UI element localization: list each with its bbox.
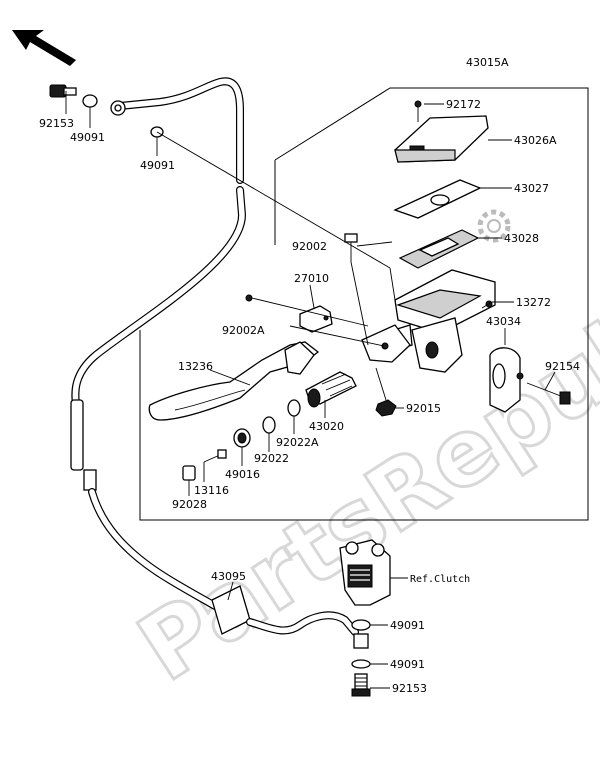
diaphragm [398, 229, 480, 269]
callout-92172: 92172 [446, 98, 481, 111]
callout-43015a: 43015A [466, 56, 509, 69]
cap-92028 [182, 465, 196, 481]
clutch-lever [148, 341, 320, 421]
callout-13272: 13272 [516, 296, 551, 309]
callout-49091-bottom-a: 49091 [390, 619, 425, 632]
reservoir-cap [394, 115, 489, 163]
callout-49016: 49016 [225, 468, 260, 481]
switch-bracket [299, 305, 333, 333]
nut-92015 [375, 367, 397, 417]
callout-92153-bottom: 92153 [392, 682, 427, 695]
callout-92002a: 92002A [222, 324, 265, 337]
reservoir-plate [393, 179, 482, 219]
washer-49091-bottom-a [351, 619, 371, 631]
callout-92028: 92028 [172, 498, 207, 511]
screw-92002a [245, 294, 253, 302]
washer-49091-bottom-b [351, 659, 371, 669]
callout-43020: 43020 [309, 420, 344, 433]
washer-92022a [287, 399, 301, 417]
callout-ref-clutch: Ref.Clutch [410, 574, 470, 585]
banjo-fitting [353, 633, 369, 649]
direction-arrow-icon [12, 30, 76, 66]
screw-92172 [414, 100, 422, 122]
callout-13116: 13116 [194, 484, 229, 497]
callout-43027: 43027 [514, 182, 549, 195]
circlip-92022 [262, 416, 276, 434]
callout-92153-top: 92153 [39, 117, 74, 130]
callout-27010: 27010 [294, 272, 329, 285]
callout-49091-bottom-b: 49091 [390, 658, 425, 671]
lever-pivot-block [361, 324, 411, 363]
callout-92022a: 92022A [276, 436, 319, 449]
callout-92002: 92002 [292, 240, 327, 253]
banjo-bolt-92153-top [49, 84, 77, 98]
screw-13272 [481, 300, 493, 309]
callout-49091-top-a: 49091 [70, 131, 105, 144]
clutch-hose [70, 77, 359, 636]
assembly-frame [139, 87, 589, 521]
pushrod-13116 [203, 449, 227, 463]
callout-43034: 43034 [486, 315, 521, 328]
callout-92154: 92154 [545, 360, 580, 373]
gear-icon [477, 209, 511, 243]
callout-49091-top-b: 49091 [140, 159, 175, 172]
callout-13236: 13236 [178, 360, 213, 373]
handlebar-clamp [489, 347, 524, 413]
boot-49016 [233, 428, 251, 448]
bolt-92154 [526, 382, 571, 405]
washer-49091-top-a [82, 94, 98, 108]
leader-lines [65, 91, 556, 689]
piston-assembly [305, 371, 357, 408]
callout-92015: 92015 [406, 402, 441, 415]
callout-43026a: 43026A [514, 134, 557, 147]
banjo-bolt-92153-bottom [351, 673, 371, 697]
clutch-release-body [339, 539, 391, 606]
callout-92022: 92022 [254, 452, 289, 465]
callout-43095: 43095 [211, 570, 246, 583]
callout-43028: 43028 [504, 232, 539, 245]
